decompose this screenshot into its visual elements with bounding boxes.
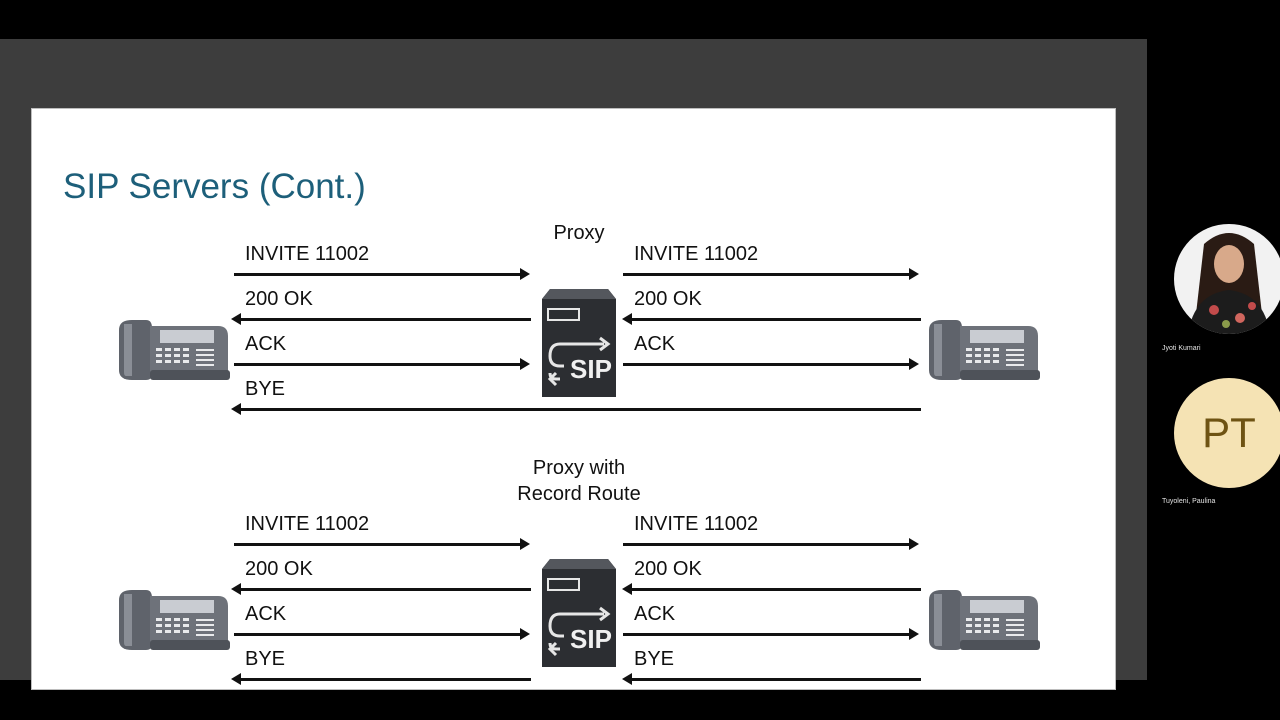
arrow-right <box>623 538 919 550</box>
sip-server-icon: SIP <box>542 289 616 397</box>
ip-phone-icon <box>118 588 230 650</box>
screen-share-area: SIP Servers (Cont.) Proxy INVITE 11002 2… <box>0 39 1147 690</box>
ip-phone-icon <box>928 588 1040 650</box>
arrow-left <box>231 583 531 595</box>
message-label: ACK <box>634 603 676 625</box>
proxy-label: Proxy <box>553 222 605 244</box>
presentation-slide: SIP Servers (Cont.) Proxy INVITE 11002 2… <box>31 108 1116 690</box>
message-label: BYE <box>245 378 286 400</box>
participant-name: Tuyoleni, Paulina <box>1162 498 1216 505</box>
arrow-right <box>623 628 919 640</box>
message-label: BYE <box>634 648 675 670</box>
arrow-right <box>234 268 530 280</box>
arrow-left <box>622 583 921 595</box>
arrow-right <box>623 268 919 280</box>
message-label: 200 OK <box>634 288 702 310</box>
ip-phone-icon <box>928 318 1040 380</box>
message-label: 200 OK <box>245 558 313 580</box>
arrow-left <box>231 313 531 325</box>
message-label: 200 OK <box>634 558 702 580</box>
arrow-right <box>234 538 530 550</box>
message-label: INVITE 11002 <box>245 513 370 535</box>
arrow-left <box>231 673 531 685</box>
arrow-left <box>622 673 921 685</box>
message-label: 200 OK <box>245 288 313 310</box>
message-label: INVITE 11002 <box>634 513 759 535</box>
message-label: BYE <box>245 648 286 670</box>
arrow-right <box>234 358 530 370</box>
message-label: INVITE 11002 <box>634 243 759 265</box>
arrow-right <box>623 358 919 370</box>
message-label: INVITE 11002 <box>245 243 370 265</box>
message-label: ACK <box>245 603 287 625</box>
message-label: ACK <box>634 333 676 355</box>
proxy-record-route-label: Proxy with Record Route <box>517 457 641 505</box>
participant-avatar-photo[interactable] <box>1174 224 1280 334</box>
arrow-left <box>622 313 921 325</box>
participant-name: Jyoti Kumari <box>1162 345 1201 352</box>
arrow-left <box>231 403 921 415</box>
message-label: ACK <box>245 333 287 355</box>
ip-phone-icon <box>118 318 230 380</box>
arrow-right <box>234 628 530 640</box>
sip-server-icon: SIP <box>542 559 616 667</box>
participant-avatar-initials[interactable]: PT <box>1174 378 1280 488</box>
slide-title: SIP Servers (Cont.) <box>63 167 366 206</box>
